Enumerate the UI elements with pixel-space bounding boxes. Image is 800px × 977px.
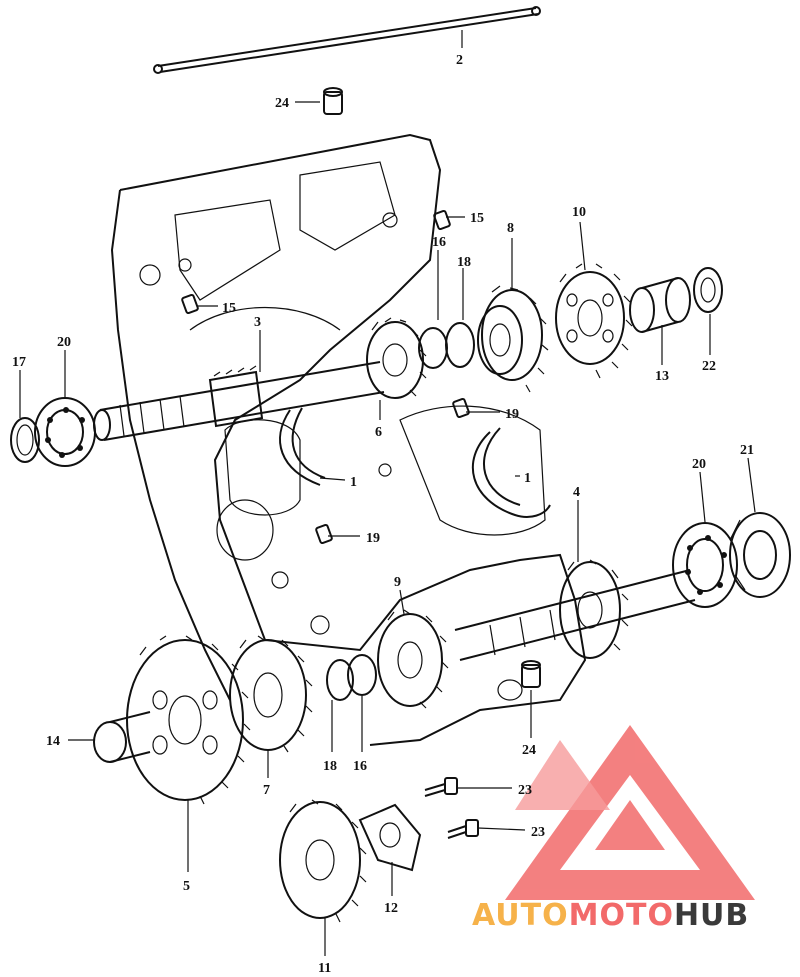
callout-24-top: 24 [275,96,289,111]
main-shaft [93,361,385,441]
dowel-19-lower [315,523,333,545]
callout-15-upper: 15 [470,211,484,226]
callout-23-upper: 23 [518,783,532,798]
washer-16-upper [418,327,448,369]
gear-9 [377,609,449,709]
bolt-23-upper [424,777,458,797]
watermark-triangle [505,725,755,900]
callout-16-upper: 16 [432,235,446,250]
callout-23-lower: 23 [531,825,545,840]
crankcase [110,133,587,746]
callout-2: 2 [456,53,463,68]
callout-9: 9 [394,575,401,590]
callout-20-right: 20 [692,457,706,472]
bearing-20-left [34,397,96,467]
leader-lines [19,30,756,956]
callout-10: 10 [572,205,586,220]
callout-labels: 2 24 15 16 8 10 18 15 3 13 22 17 20 6 19… [12,53,754,976]
gear-10 [555,263,633,379]
fixing-plate-12 [358,803,422,872]
gear-5 [126,635,251,805]
watermark-moto: MOTO [569,898,674,933]
callout-20-left: 20 [57,335,71,350]
shift-rod [153,6,541,74]
dowel-pin-top [323,87,343,115]
bearing-shells [279,407,551,518]
callout-4: 4 [573,485,580,500]
callout-19-lower: 19 [366,531,380,546]
callout-1-right: 1 [524,471,531,486]
callout-14: 14 [46,734,60,749]
dowel-pin-lower [521,660,541,688]
gear-8 [477,285,549,393]
sprocket-11 [279,799,367,923]
gear-6 [366,317,427,399]
bearing-20-right [672,522,738,608]
watermark-hub: HUB [674,898,749,933]
circlip-18-upper [445,322,475,368]
callout-21: 21 [740,443,754,458]
callout-18-lower: 18 [323,759,337,774]
callout-12: 12 [384,901,398,916]
callout-11: 11 [318,961,331,976]
callout-7: 7 [263,783,270,798]
dowel-15-lower [181,293,199,315]
callout-13: 13 [655,369,669,384]
counter-shaft [454,559,696,661]
dowel-15-upper [433,209,451,231]
washer-16-lower [347,654,377,696]
seal-17 [10,417,40,463]
watermark-auto: AUTO [472,898,569,933]
callout-22: 22 [702,359,716,374]
callout-1-left: 1 [350,475,357,490]
callout-3: 3 [254,315,261,330]
callout-6: 6 [375,425,382,440]
callout-16-lower: 16 [353,759,367,774]
callout-24-lower: 24 [522,743,536,758]
svg-text:AUTOMOTOHUB: AUTOMOTOHUB [472,898,749,933]
callout-19-upper: 19 [505,407,519,422]
callout-18-upper: 18 [457,255,471,270]
callout-17: 17 [12,355,26,370]
bolt-23-lower [447,819,479,839]
watermark-wordmark: AUTOMOTOHUB [472,898,749,933]
bushing-14 [93,711,151,763]
bearing-21 [729,512,791,598]
watermark-logo [505,725,755,900]
callout-5: 5 [183,879,190,894]
circlip-18-lower [326,659,354,701]
dowel-19-upper [452,397,470,419]
seal-22 [693,267,723,313]
collar-13 [629,277,691,333]
callout-15-lower: 15 [222,301,236,316]
callout-8: 8 [507,221,514,236]
